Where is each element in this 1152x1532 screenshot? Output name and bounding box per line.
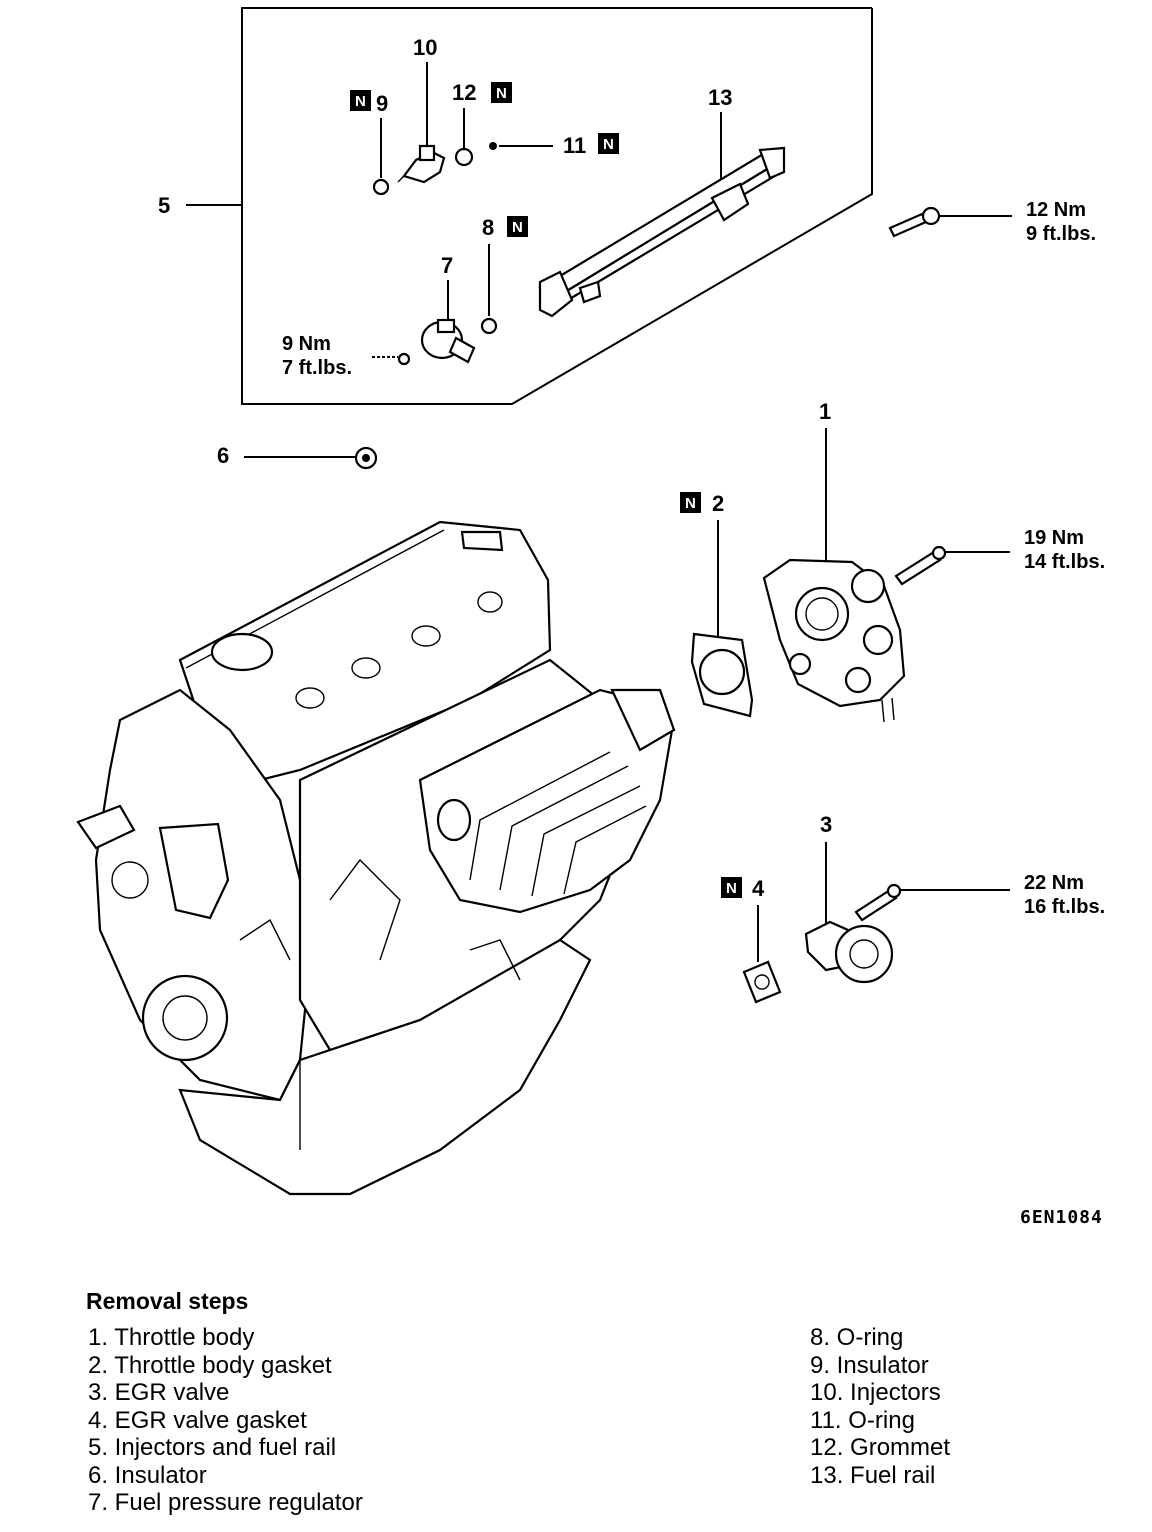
removal-steps-heading: Removal steps: [86, 1288, 249, 1314]
removal-step-item: 8. O-ring: [810, 1324, 904, 1351]
callout-7: 7: [441, 253, 453, 278]
callout-8: 8: [482, 215, 494, 240]
callout-5: 5: [158, 193, 170, 218]
torque-regulator-ft: 7 ft.lbs.: [282, 357, 352, 379]
callout-12: 12: [452, 80, 476, 105]
injector-shape: [397, 144, 446, 184]
regulator-bolt-shape: [397, 352, 411, 366]
group-box: [241, 7, 873, 405]
torque-egr-nm: 22 Nm: [1024, 872, 1084, 894]
callout-6: 6: [217, 443, 229, 468]
callout-13: 13: [708, 85, 732, 110]
new-part-marker-9: [350, 90, 371, 111]
throttle-gasket-shape: [690, 632, 754, 718]
removal-step-item: 13. Fuel rail: [810, 1461, 936, 1489]
callout-1: 1: [819, 399, 831, 424]
removal-step-item: 1. Throttle body: [88, 1324, 255, 1351]
oring-8-shape: [480, 317, 498, 335]
insulator-6-hole: [362, 454, 370, 462]
torque-egr-ft: 16 ft.lbs.: [1024, 896, 1105, 918]
callout-2: 2: [712, 491, 724, 516]
callout-9: 9: [376, 91, 388, 116]
new-part-marker-11: [598, 133, 619, 154]
removal-step-item: 6. Insulator: [88, 1461, 207, 1489]
fuel-rail-shape: [538, 146, 786, 318]
removal-step-item: 10. Injectors: [810, 1379, 941, 1406]
new-part-marker-2: [680, 492, 701, 513]
callout-3: 3: [820, 812, 832, 837]
callout-10: 10: [413, 35, 437, 60]
removal-step-item: 11. O-ring: [810, 1406, 915, 1434]
throttle-bolt-shape: [894, 545, 947, 586]
callout-4: 4: [752, 876, 765, 901]
callout-11: 11: [563, 133, 586, 158]
new-part-marker-8: [507, 216, 528, 237]
regulator-shape: [420, 318, 476, 364]
egr-valve-shape: [804, 920, 894, 984]
torque-rail-ft: 9 ft.lbs.: [1026, 223, 1096, 245]
torque-regulator-nm: 9 Nm: [282, 333, 331, 355]
rail-bolt-shape: [888, 206, 941, 238]
new-part-marker-12-label: N: [496, 85, 507, 102]
torque-rail-nm: 12 Nm: [1026, 199, 1086, 221]
removal-step-item: 12. Grommet: [810, 1434, 951, 1461]
egr-bolt-shape: [854, 883, 902, 922]
new-part-marker-12: [491, 82, 512, 103]
new-part-marker-9-label: N: [355, 93, 366, 110]
removal-step-item: 2. Throttle body gasket: [88, 1351, 332, 1379]
new-part-marker-2-label: N: [685, 495, 696, 512]
removal-step-item: 9. Insulator: [810, 1351, 929, 1379]
removal-step-item: 3. EGR valve: [88, 1379, 230, 1406]
removal-step-item: 7. Fuel pressure regulator: [88, 1489, 363, 1516]
new-part-marker-11-label: N: [603, 136, 614, 153]
torque-throttle-ft: 14 ft.lbs.: [1024, 551, 1105, 573]
new-part-marker-4-label: N: [726, 880, 737, 897]
removal-step-item: 4. EGR valve gasket: [88, 1406, 307, 1434]
insulator-9-shape: [372, 178, 390, 196]
oring-11-shape: [489, 142, 497, 150]
new-part-marker-8-label: N: [512, 219, 523, 236]
removal-step-item: 5. Injectors and fuel rail: [88, 1434, 337, 1461]
torque-throttle-nm: 19 Nm: [1024, 527, 1084, 549]
egr-gasket-shape: [742, 960, 782, 1004]
engine-block-drawing: [76, 520, 676, 1196]
figure-code: 6EN1084: [1020, 1207, 1103, 1228]
throttle-body-shape: [762, 558, 906, 723]
grommet-shape: [454, 147, 474, 167]
new-part-marker-4: [721, 877, 742, 898]
